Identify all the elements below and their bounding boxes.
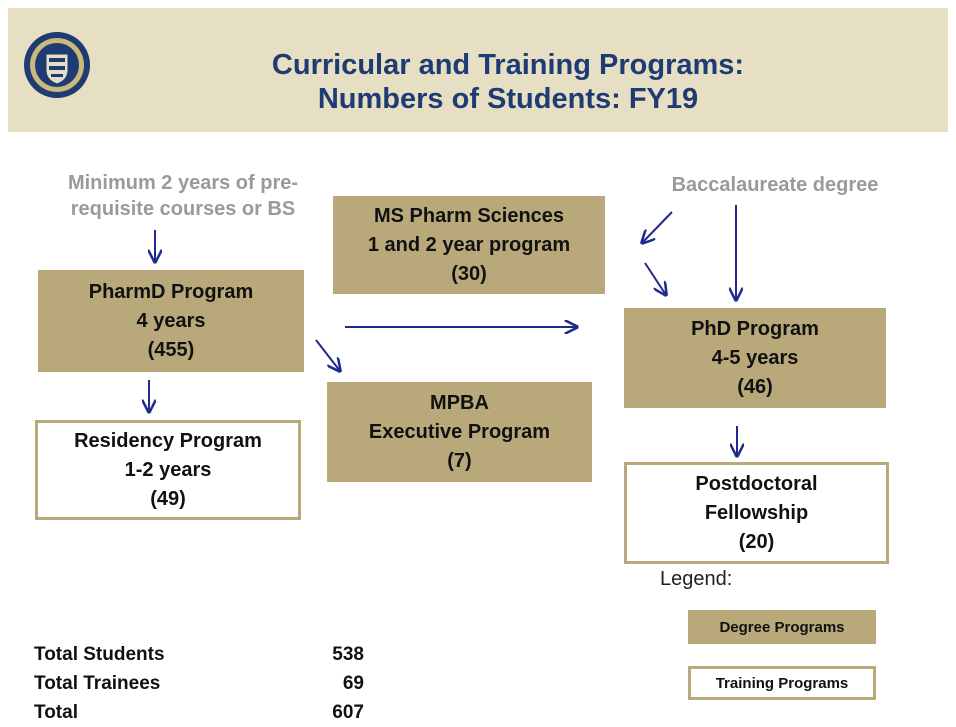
pharmd-count: (455) [147, 338, 195, 361]
totals-table: Total Students 538 Total Trainees 69 Tot… [34, 640, 364, 727]
ms-pharm-sciences-box: MS Pharm Sciences 1 and 2 year program (… [333, 196, 605, 294]
legend-training-programs: Training Programs [688, 666, 876, 700]
totals-row: Total Trainees 69 [34, 669, 364, 698]
pharmd-duration: 4 years [136, 309, 206, 332]
totals-label: Total [34, 702, 78, 723]
legend-degree-programs: Degree Programs [688, 610, 876, 644]
ms-count: (30) [451, 262, 487, 285]
totals-value: 538 [332, 644, 364, 665]
residency-count: (49) [150, 487, 186, 510]
page-title-line1: Curricular and Training Programs: [271, 49, 745, 81]
mpba-duration: Executive Program [368, 420, 551, 443]
totals-label: Total Students [34, 644, 165, 665]
residency-name: Residency Program [74, 429, 262, 452]
phd-program-box: PhD Program 4-5 years (46) [624, 308, 886, 408]
totals-value: 69 [342, 673, 364, 694]
totals-value: 607 [332, 702, 364, 723]
mpba-name: MPBA [430, 391, 489, 414]
arrow-baccalaureate-to-ms [642, 211, 673, 243]
totals-row: Total 607 [34, 698, 364, 727]
page-title-line2: Numbers of Students: FY19 [317, 83, 699, 115]
totals-row: Total Students 538 [34, 640, 364, 669]
prerequisite-note-line2: requisite courses or BS [70, 198, 296, 220]
pharmd-name: PharmD Program [88, 280, 254, 303]
university-seal-icon [24, 32, 90, 98]
mpba-count: (7) [447, 449, 472, 472]
phd-count: (46) [737, 375, 773, 398]
totals-label: Total Trainees [34, 673, 161, 694]
postdoc-duration: Fellowship [704, 501, 809, 524]
postdoctoral-fellowship-box: Postdoctoral Fellowship (20) [624, 462, 889, 564]
prerequisite-note: Minimum 2 years of pre- requisite course… [38, 170, 328, 222]
residency-program-box: Residency Program 1-2 years (49) [35, 420, 301, 520]
ms-duration: 1 and 2 year program [367, 233, 571, 256]
arrow-ms-to-phd [644, 262, 666, 295]
legend-label: Legend: [660, 568, 733, 590]
postdoc-name: Postdoctoral [695, 472, 818, 495]
ms-name: MS Pharm Sciences [373, 204, 565, 227]
phd-duration: 4-5 years [711, 346, 799, 369]
pharmd-program-box: PharmD Program 4 years (455) [38, 270, 304, 372]
phd-name: PhD Program [691, 317, 819, 340]
header-banner: Curricular and Training Programs: Number… [8, 8, 948, 132]
prerequisite-note-line1: Minimum 2 years of pre- [67, 172, 299, 194]
baccalaureate-note: Baccalaureate degree [671, 174, 879, 196]
postdoc-count: (20) [738, 530, 775, 553]
mpba-program-box: MPBA Executive Program (7) [327, 382, 592, 482]
residency-duration: 1-2 years [124, 458, 212, 481]
arrow-pharmd-to-mpba [315, 339, 340, 371]
